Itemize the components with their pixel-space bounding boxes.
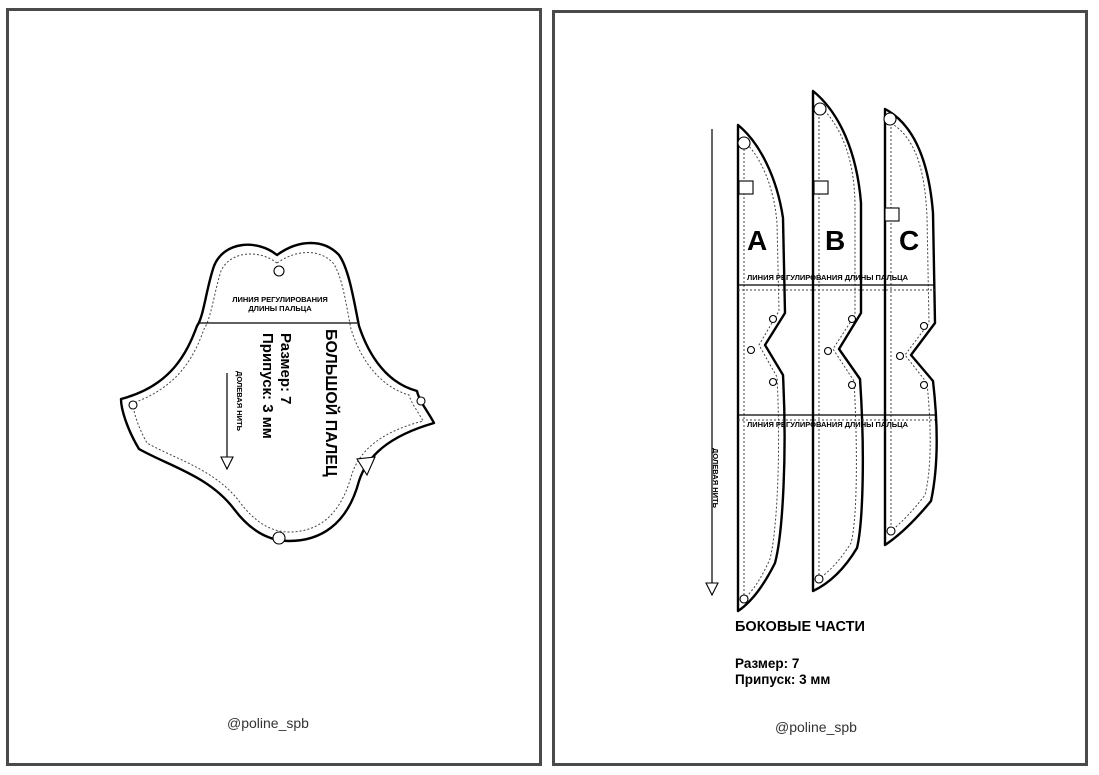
adjust-line-label-upper: ЛИНИЯ РЕГУЛИРОВАНИЯ ДЛИНЫ ПАЛЬЦА <box>747 273 908 282</box>
piece-letter-a: A <box>747 225 768 256</box>
side-piece-b <box>811 89 865 593</box>
thumb-piece-drawing <box>119 241 436 545</box>
side-piece-a <box>736 123 787 613</box>
grain-arrow-head <box>220 456 234 471</box>
allowance-text: Припуск: 3 мм <box>259 333 276 439</box>
notch-circle <box>273 265 285 277</box>
notch-circle <box>416 396 426 406</box>
adjust-line-label: ЛИНИЯ РЕГУЛИРОВАНИЯ ДЛИНЫ ПАЛЬЦА <box>210 295 350 313</box>
author-handle: @poline_spb <box>775 719 857 735</box>
side-pieces-drawing <box>705 89 938 613</box>
grain-arrow-head <box>705 582 719 597</box>
piece-title: БОКОВЫЕ ЧАСТИ <box>735 619 865 635</box>
thumb-seam-line <box>132 252 424 533</box>
side-piece-c <box>883 107 938 547</box>
adjust-line-label-2: ДЛИНЫ ПАЛЬЦА <box>248 304 312 313</box>
thumb-piece-outline <box>119 241 436 543</box>
allowance-text: Припуск: 3 мм <box>735 672 831 687</box>
piece-info: Размер: 7 Припуск: 3 мм <box>735 656 830 688</box>
size-text: Размер: 7 <box>277 333 294 405</box>
notch-circle <box>272 531 286 545</box>
author-handle: @poline_spb <box>227 715 309 731</box>
pattern-page-thumb: ЛИНИЯ РЕГУЛИРОВАНИЯ ДЛИНЫ ПАЛЬЦА ДОЛЕВАЯ… <box>6 8 542 766</box>
adjust-line-label-lower: ЛИНИЯ РЕГУЛИРОВАНИЯ ДЛИНЫ ПАЛЬЦА <box>747 420 908 429</box>
grain-label: ДОЛЕВАЯ НИТЬ <box>235 371 244 431</box>
grain-label: ДОЛЕВАЯ НИТЬ <box>711 448 720 508</box>
piece-letter-b: B <box>825 225 846 256</box>
piece-letter-c: C <box>899 225 920 256</box>
size-text: Размер: 7 <box>735 656 800 671</box>
piece-title: БОЛЬШОЙ ПАЛЕЦ <box>322 329 339 477</box>
notch-circle <box>128 400 138 410</box>
piece-info: Размер: 7 Припуск: 3 мм <box>258 333 294 439</box>
adjust-line-label-1: ЛИНИЯ РЕГУЛИРОВАНИЯ <box>232 295 328 304</box>
notch-triangle <box>356 456 376 477</box>
pattern-page-sides: A B C ЛИНИЯ РЕГУЛИРОВАНИЯ ДЛИНЫ ПАЛЬЦА Л… <box>552 10 1088 766</box>
